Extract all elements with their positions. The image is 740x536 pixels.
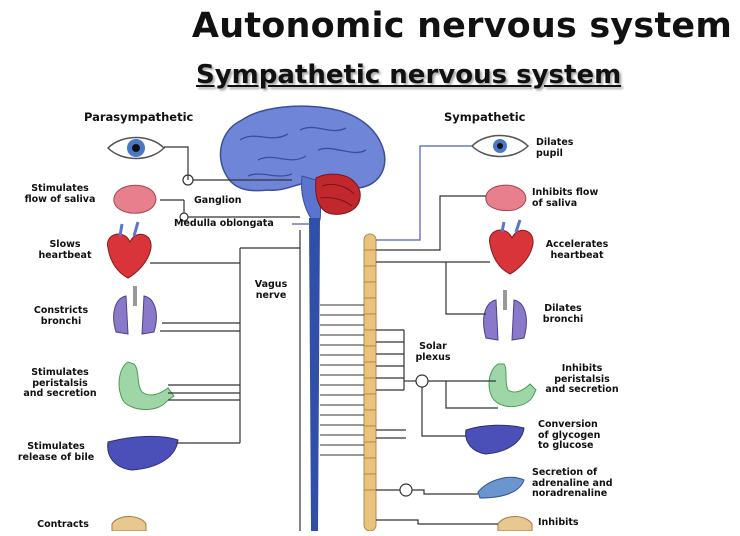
para-effect-bronchi: Constricts bronchi bbox=[18, 306, 104, 327]
ganglion-label: Ganglion bbox=[194, 196, 242, 207]
left-bladder bbox=[112, 517, 146, 532]
symp-effect-glycogen: Conversion of glycogen to glucose bbox=[538, 420, 600, 452]
symp-effect-adrenaline: Secretion of adrenaline and noradrenalin… bbox=[532, 468, 613, 500]
symp-effect-bronchi: Dilates bronchi bbox=[528, 304, 598, 325]
left-salivary-gland bbox=[114, 185, 156, 213]
left-liver bbox=[108, 436, 178, 470]
parasympathetic-header: Parasympathetic bbox=[84, 112, 193, 123]
symp-effect-inhibits: Inhibits bbox=[538, 518, 579, 529]
right-salivary-gland bbox=[486, 185, 526, 210]
page-title: Autonomic nervous system bbox=[0, 6, 740, 46]
left-heart bbox=[107, 234, 151, 278]
spinal-cord bbox=[309, 218, 320, 531]
right-heart bbox=[489, 230, 533, 274]
right-liver bbox=[466, 425, 524, 454]
left-stomach bbox=[119, 362, 174, 410]
symp-effect-saliva: Inhibits flow of saliva bbox=[532, 188, 598, 209]
para-effect-heart: Slows heartbeat bbox=[30, 240, 100, 261]
para-effect-contracts: Contracts bbox=[28, 520, 98, 531]
diagram-graphics bbox=[0, 100, 740, 531]
sympathetic-chain bbox=[364, 234, 376, 531]
medulla-label: Medulla oblongata bbox=[174, 219, 274, 230]
autonomic-diagram: Parasympathetic Sympathetic Ganglion Med… bbox=[0, 100, 740, 531]
right-bladder bbox=[498, 517, 532, 532]
symp-effect-peristalsis: Inhibits peristalsis and secretion bbox=[534, 364, 630, 396]
solar-plexus-label: Solar plexus bbox=[408, 342, 458, 363]
symp-effect-heart: Accelerates heartbeat bbox=[532, 240, 622, 261]
sympathetic-header: Sympathetic bbox=[444, 112, 526, 123]
page-subtitle: Sympathetic nervous system bbox=[196, 60, 621, 90]
para-effect-bile: Stimulates release of bile bbox=[6, 442, 106, 463]
para-effect-peristalsis: Stimulates peristalsis and secretion bbox=[10, 368, 110, 400]
adrenal-gland bbox=[478, 477, 524, 498]
symp-effect-pupil: Dilates pupil bbox=[536, 138, 573, 159]
right-stomach bbox=[489, 364, 536, 407]
vagus-nerve-label: Vagus nerve bbox=[246, 280, 296, 301]
para-effect-saliva: Stimulates flow of saliva bbox=[18, 184, 102, 205]
